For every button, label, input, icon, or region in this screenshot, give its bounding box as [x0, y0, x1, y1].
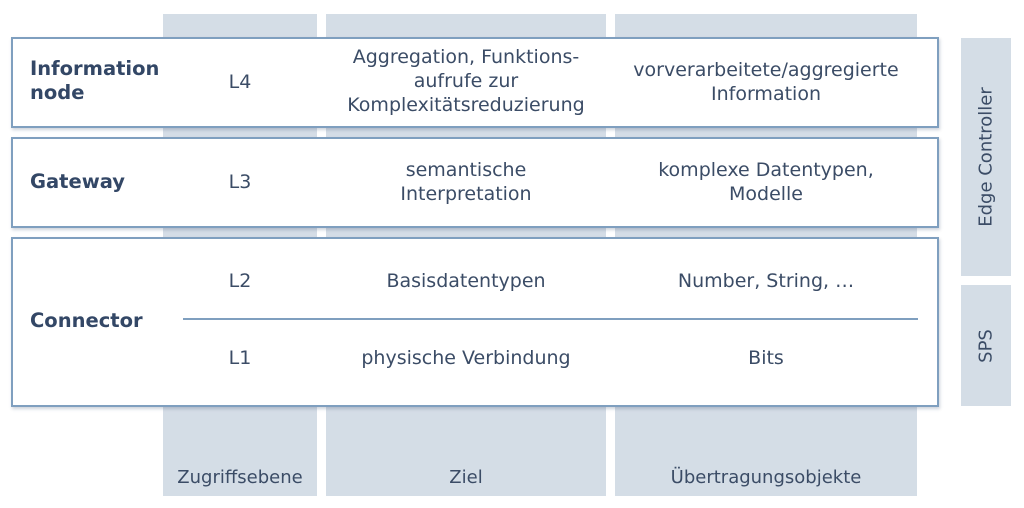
row-name-line2: node: [30, 81, 85, 104]
goal-gateway: semantische Interpretation: [316, 158, 616, 206]
goal-line3: Komplexitätsreduzierung: [347, 94, 585, 116]
objects-line1: komplexe Datentypen,: [658, 159, 874, 181]
side-edge-controller: Edge Controller: [961, 38, 1011, 276]
goal-l1: physische Verbindung: [361, 347, 571, 369]
level-l4: L4: [228, 71, 252, 93]
objects-l2: Number, String, …: [677, 270, 855, 292]
row-connector: [11, 237, 939, 407]
level-l3: L3: [228, 171, 252, 193]
goal-information-node: Aggregation, Funktions- aufrufe zur Komp…: [316, 45, 616, 117]
row-name-gateway: Gateway: [30, 170, 125, 193]
row-gateway: [11, 137, 939, 228]
goal-line2: aufrufe zur: [413, 70, 519, 92]
row-name-connector: Connector: [30, 309, 143, 332]
side-label-sps: SPS: [975, 328, 997, 363]
objects-gateway: komplexe Datentypen, Modelle: [605, 158, 927, 206]
column-label-objects: Übertragungsobjekte: [670, 467, 862, 488]
objects-l1: Bits: [748, 347, 784, 369]
row-name-information-node: Information node: [30, 57, 159, 105]
level-l1: L1: [228, 347, 252, 369]
column-label-goal: Ziel: [449, 467, 483, 488]
objects-line2: Information: [711, 83, 821, 105]
connector-divider: [183, 318, 918, 320]
goal-line1: Aggregation, Funktions-: [352, 46, 580, 68]
column-label-level: Zugriffsebene: [177, 467, 303, 488]
objects-line2: Modelle: [728, 183, 803, 205]
side-sps: SPS: [961, 285, 1011, 406]
goal-l2: Basisdatentypen: [386, 270, 546, 292]
goal-line2: Interpretation: [400, 183, 532, 205]
row-information-node: [11, 37, 939, 128]
objects-line1: vorverarbeitete/aggregierte: [633, 59, 899, 81]
side-label-edge-controller: Edge Controller: [975, 87, 997, 227]
goal-line1: semantische: [405, 159, 527, 181]
objects-information-node: vorverarbeitete/aggregierte Information: [605, 58, 927, 106]
row-name-line1: Information: [30, 57, 160, 80]
level-l2: L2: [228, 270, 252, 292]
